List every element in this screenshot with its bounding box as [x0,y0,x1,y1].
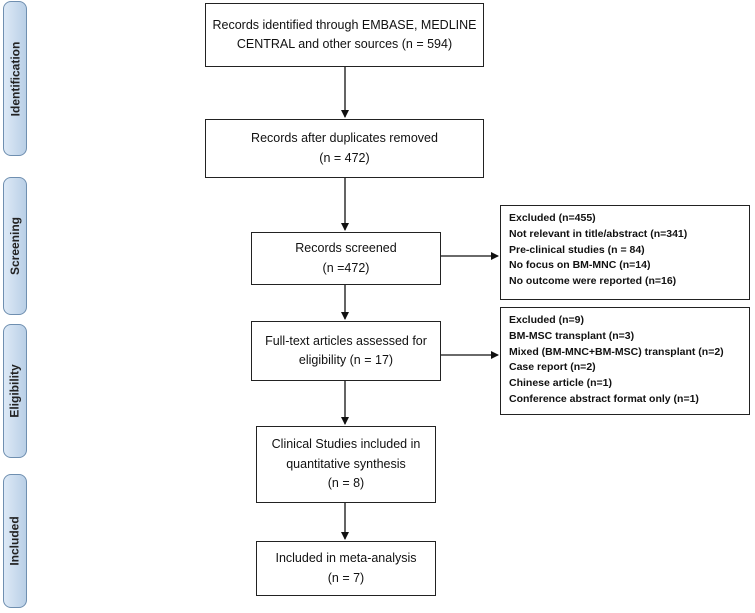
meta-line-2: (n = 7) [327,570,365,585]
excluded-eligibility-item: Chinese article (n=1) [509,377,612,389]
stage-eligibility: Eligibility [3,324,27,458]
clinical-line-1: Clinical Studies included in [271,437,421,452]
deduplicated-line-2: (n = 472) [319,150,370,165]
screened-line-1: Records screened [295,241,397,256]
box-fulltext-assessed: Full-text articles assessed for eligibil… [251,321,441,381]
box-excluded-screening: Excluded (n=455) Not relevant in title/a… [500,205,750,300]
box-excluded-eligibility: Excluded (n=9) BM-MSC transplant (n=3) M… [500,307,750,415]
excluded-screening-item: No focus on BM-MNC (n=14) [509,259,651,272]
box-after-duplicates: Records after duplicates removed (n = 47… [205,119,484,178]
excluded-screening-item: Pre-clinical studies (n = 84) [509,243,645,256]
excluded-screening-item: Excluded (n=455) [509,212,596,224]
identified-line-2: CENTRAL and other sources (n = 594) [236,37,453,51]
clinical-line-2: quantitative synthesis [286,456,406,471]
excluded-eligibility-item: BM-MSC transplant (n=3) [509,329,635,342]
screened-line-2: (n =472) [322,260,370,275]
fulltext-line-1: Full-text articles assessed for [265,333,427,348]
box-records-screened: Records screened (n =472) [251,232,441,285]
clinical-line-3: (n = 8) [327,476,365,491]
deduplicated-line-1: Records after duplicates removed [251,131,438,146]
stage-identification: Identification [3,1,27,156]
excluded-eligibility-item: Case report (n=2) [509,361,596,374]
meta-line-1: Included in meta-analysis [275,551,417,566]
box-clinical-studies: Clinical Studies included in quantitativ… [256,426,436,503]
fulltext-line-2: eligibility (n = 17) [298,353,394,367]
excluded-eligibility-item: Excluded (n=9) [509,314,584,326]
stage-included: Included [3,474,27,608]
excluded-screening-item: Not relevant in title/abstract (n=341) [509,227,688,240]
excluded-eligibility-item: Mixed (BM-MNC+BM-MSC) transplant (n=2) [509,345,724,358]
stage-screening: Screening [3,177,27,315]
excluded-eligibility-item: Conference abstract format only (n=1) [509,392,699,405]
box-meta-analysis: Included in meta-analysis (n = 7) [256,541,436,596]
identified-line-1: Records identified through EMBASE, MEDLI… [212,17,477,32]
excluded-screening-item: No outcome were reported (n=16) [509,275,677,287]
box-records-identified: Records identified through EMBASE, MEDLI… [205,3,484,67]
